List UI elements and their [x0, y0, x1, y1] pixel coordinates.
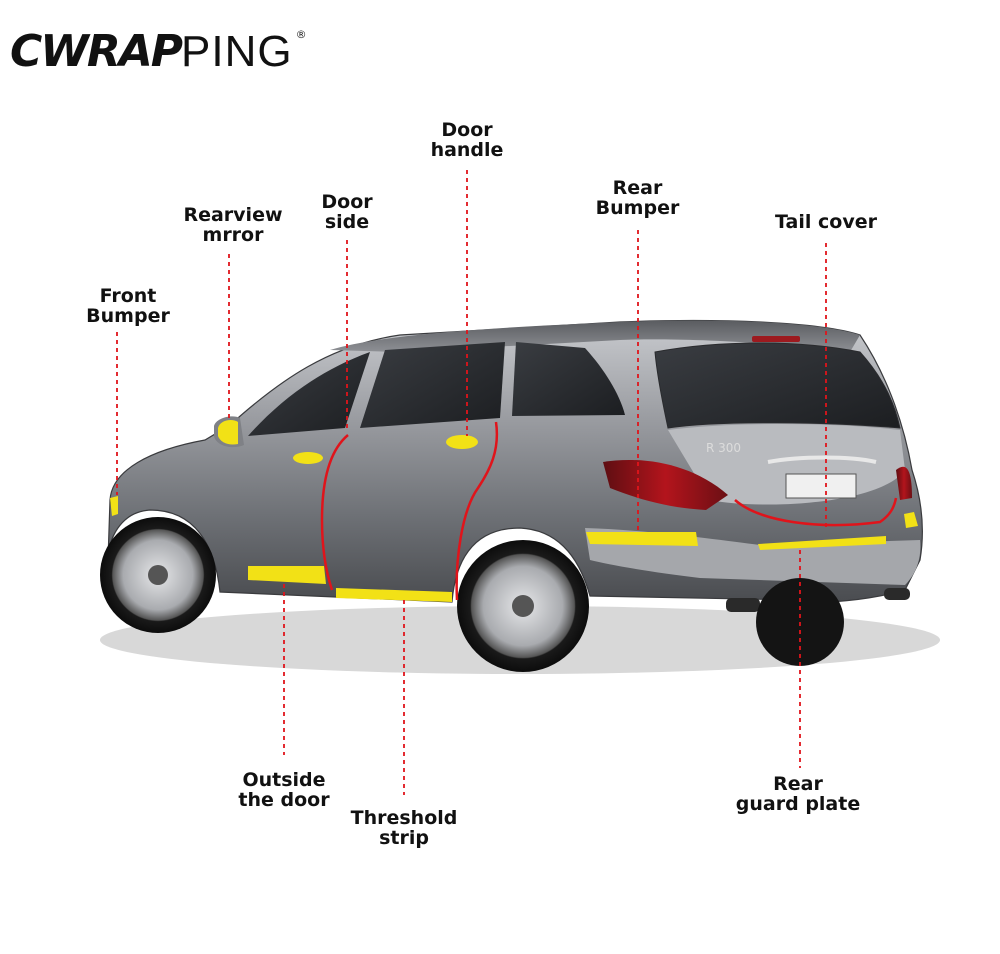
right-tail-light [896, 466, 912, 500]
label-front-bumper: Front Bumper [78, 286, 178, 326]
label-door-side-line2: side [324, 211, 370, 233]
label-rearview-mirror: Rearview mrror [178, 205, 288, 245]
brand-name-bold: CWRAP [10, 26, 183, 77]
exhaust-right [884, 588, 910, 600]
brand-logo: CWRAPPING® [10, 26, 307, 82]
label-front-bumper-line2: Bumper [86, 305, 170, 327]
model-badge: R 300 [706, 441, 741, 455]
highlight-bumper-corner [904, 512, 918, 528]
label-outside-door-line2: the door [238, 789, 330, 811]
label-door-handle-line2: handle [430, 139, 504, 161]
label-door-handle: Door handle [422, 120, 512, 160]
label-outside-door: Outside the door [230, 770, 338, 810]
label-threshold-strip-line2: strip [379, 827, 429, 849]
highlight-door-handle-front [293, 452, 323, 464]
label-tail-cover-line1: Tail cover [775, 211, 877, 233]
label-threshold-strip-line1: Threshold [350, 807, 458, 829]
label-rearview-mirror-line1: Rearview [183, 204, 283, 226]
highlight-threshold [336, 588, 452, 602]
label-rear-bumper: Rear Bumper [590, 178, 685, 218]
highlight-outside-door [248, 566, 326, 584]
door-outline [320, 421, 898, 601]
label-door-side-line1: Door [321, 191, 373, 213]
label-rear-guard-plate-line2: guard plate [735, 793, 861, 815]
label-outside-door-line1: Outside [242, 769, 326, 791]
label-threshold-strip: Threshold strip [346, 808, 462, 848]
car-roof [330, 320, 860, 352]
exhaust-left [726, 598, 760, 612]
trunk-chrome [767, 455, 877, 464]
middle-window [360, 342, 505, 428]
label-rearview-mirror-line2: mrror [202, 224, 264, 246]
highlight-front-bumper [110, 496, 118, 516]
label-tail-cover: Tail cover [766, 212, 886, 232]
label-door-handle-line1: Door [441, 119, 493, 141]
label-rear-bumper-line2: Bumper [595, 197, 680, 219]
left-tail-light [603, 459, 728, 510]
rear-window [512, 342, 625, 416]
highlight-rear-bumper [586, 532, 698, 546]
rear-windshield [654, 342, 901, 429]
license-plate [785, 473, 857, 499]
label-rear-guard-plate: Rear guard plate [730, 774, 866, 814]
label-door-side: Door side [307, 192, 387, 232]
highlight-door-handle-rear [446, 435, 478, 449]
brand-name-light: PING [181, 27, 293, 76]
highlight-rear-guard [758, 536, 886, 550]
highlight-mirror [218, 420, 238, 445]
registered-mark: ® [295, 28, 307, 41]
rear-wheel-hub [512, 595, 534, 617]
label-rear-bumper-line1: Rear [612, 177, 663, 199]
label-front-bumper-line1: Front [99, 285, 157, 307]
front-window [248, 352, 370, 436]
third-brake-light [752, 336, 800, 342]
front-wheel-hub [148, 565, 168, 585]
label-rear-guard-plate-line1: Rear [773, 773, 823, 795]
